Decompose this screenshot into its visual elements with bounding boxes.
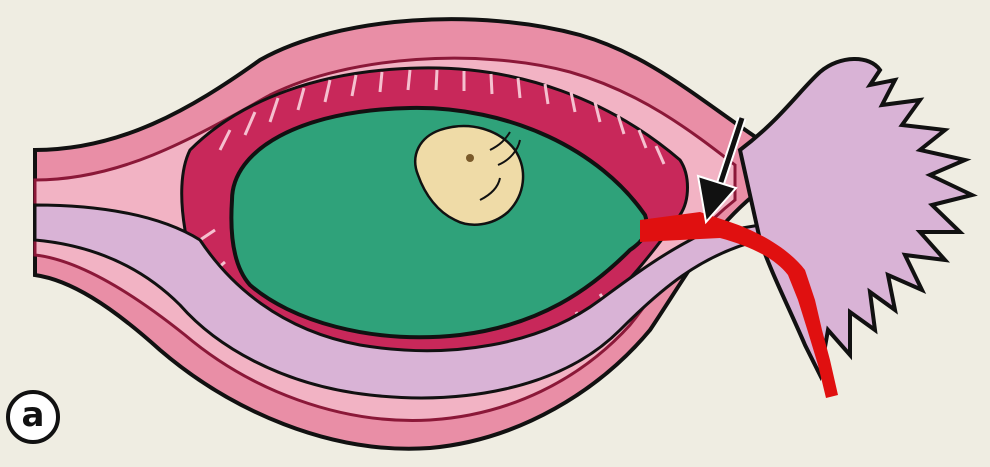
- fimbriae: [740, 59, 972, 375]
- panel-label-a: a: [6, 390, 60, 444]
